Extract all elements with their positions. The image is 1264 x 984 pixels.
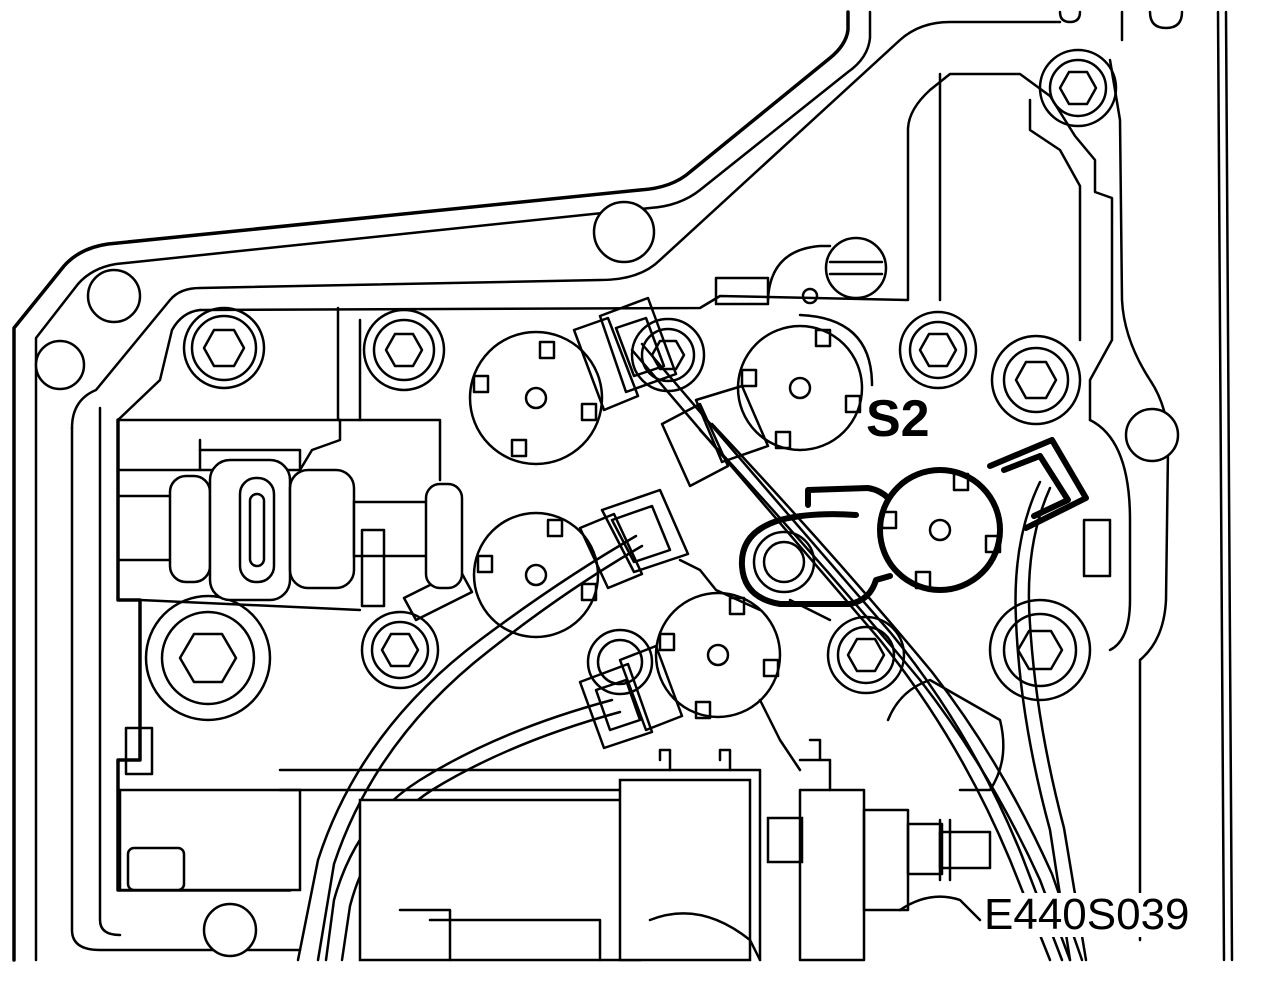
hex-bolt <box>990 334 1082 426</box>
connector <box>578 488 690 590</box>
gasket-holes <box>34 200 1180 958</box>
connector <box>660 384 770 488</box>
shift-linkage <box>116 418 464 608</box>
hex-bolt <box>1038 48 1118 128</box>
hex-bolt <box>182 306 266 390</box>
figure-code: E440S039 <box>982 890 1192 939</box>
valve-body-plate <box>116 72 1132 892</box>
plate-details <box>124 276 1112 792</box>
highlighted-solenoid <box>738 437 1089 607</box>
connector <box>572 296 678 412</box>
hex-bolt <box>360 610 440 690</box>
housing-edge <box>1216 10 1234 962</box>
solenoid-s2 <box>736 313 874 452</box>
hex-bolt <box>586 628 654 696</box>
hex-bolt <box>988 598 1092 702</box>
connectors <box>402 296 770 750</box>
solenoid-s2-label: S2 <box>866 390 930 448</box>
hex-bolt <box>144 594 272 722</box>
hex-bolt <box>362 308 446 392</box>
inner-gasket-outline <box>70 20 1170 952</box>
solenoid-3 <box>472 511 600 639</box>
hex-bolts <box>144 48 1118 722</box>
hex-bolt <box>898 310 978 390</box>
solenoid-1 <box>468 330 604 466</box>
outer-gasket-outline <box>12 10 1184 962</box>
slotted-screw <box>766 236 888 305</box>
lower-components <box>118 738 992 962</box>
solenoid-4 <box>654 591 782 720</box>
